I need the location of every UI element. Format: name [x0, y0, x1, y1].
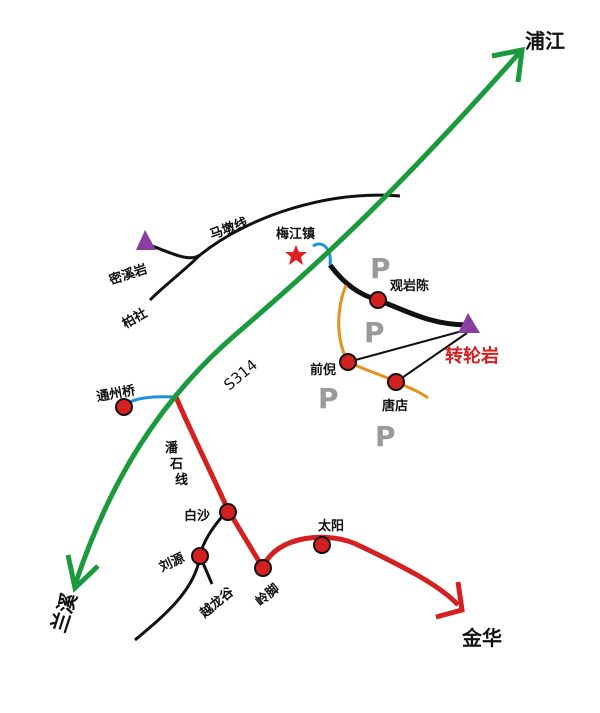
road-madun-label: 马墩线 [208, 214, 250, 242]
guanyanchen-road [328, 263, 469, 328]
road-panshi-char-2: 石 [169, 457, 183, 472]
place-tangdian-label: 唐店 [382, 398, 408, 414]
place-taiyang-label: 太阳 [317, 518, 344, 534]
stop-circle-icon [339, 353, 357, 371]
pujiang-arrow-head [491, 46, 525, 83]
dest-jinhua-label: 金华 [461, 626, 502, 650]
qianni-zhuanlunyan-link [347, 329, 467, 363]
jinhua-arrow-head [435, 581, 465, 620]
orange-route [337, 284, 429, 400]
place-meijiang-label: 梅江镇 [276, 226, 315, 242]
lanxi-arrow-head [65, 554, 100, 593]
peak-triangle-icon [458, 313, 480, 333]
place-lingjiao-label: 岭脚 [252, 581, 282, 610]
baishe-road [148, 253, 202, 302]
parking-icon: P [318, 382, 339, 415]
place-tongzhouqiao-label: 通州桥 [95, 382, 137, 405]
road-s314-label: S314 [220, 356, 261, 394]
place-baishe-label: 柏社 [120, 305, 151, 332]
place-liuyuan-label: 刘源 [157, 550, 187, 575]
tangdian-zhuanlunyan-link [395, 332, 468, 383]
stop-circle-icon [369, 291, 387, 309]
stop-circle-icon [387, 373, 405, 391]
s314-highway [72, 50, 522, 586]
parking-icon: P [375, 420, 396, 453]
dest-lanxi-label: 兰溪 [46, 589, 81, 635]
jinhua-road [260, 534, 460, 607]
place-baisha-label: 白沙 [184, 508, 210, 524]
road-panshi-char-1: 潘 [165, 440, 179, 456]
stop-circle-icon [313, 536, 331, 554]
panshi-road [173, 396, 266, 570]
place-zhuanlunyan-label: 转轮岩 [445, 345, 499, 367]
peak-triangle-icon [136, 230, 156, 250]
stop-circle-icon [191, 547, 209, 565]
star-icon [285, 245, 307, 265]
parking-icon: P [370, 252, 391, 285]
place-qianni-label: 前倪 [310, 362, 336, 378]
place-mixi-peak-label: 密溪岩 [106, 261, 149, 289]
stop-circle-icon [254, 559, 272, 577]
liuyuan-road [134, 511, 228, 642]
place-yuelonggu-label: 越龙谷 [196, 583, 238, 622]
place-guanyanchen-label: 观岩陈 [390, 278, 429, 294]
meijiang-spur [312, 242, 332, 266]
dest-pujiang-label: 浦江 [525, 29, 565, 53]
parking-icon: P [364, 316, 385, 349]
stop-circle-icon [115, 398, 133, 416]
stop-circle-icon [219, 503, 237, 521]
madun-road [149, 193, 401, 260]
road-panshi-char-3: 线 [175, 472, 188, 488]
